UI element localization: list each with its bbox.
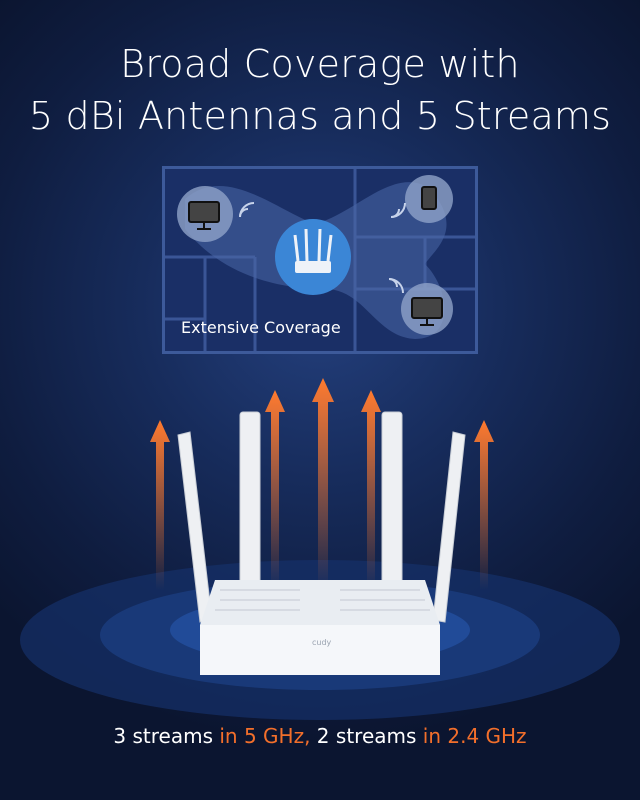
- caption-part4: in 2.4 GHz: [422, 724, 527, 748]
- floorplan: [162, 166, 478, 354]
- caption-part3: 2 streams: [310, 724, 423, 748]
- caption-part1: 3 streams: [113, 724, 220, 748]
- brand-logo: cudy: [312, 638, 332, 647]
- streams-caption: 3 streams in 5 GHz, 2 streams in 2.4 GHz: [0, 724, 640, 748]
- coverage-label: Extensive Coverage: [181, 318, 341, 337]
- headline-line2: 5 dBi Antennas and 5 Streams: [28, 94, 612, 138]
- caption-part2: in 5 GHz,: [219, 724, 311, 748]
- headline-line1: Broad Coverage with: [120, 42, 520, 86]
- floorplan-walls: [165, 169, 475, 351]
- headline: Broad Coverage with 5 dBi Antennas and 5…: [0, 38, 640, 142]
- signal-arrows: [150, 378, 494, 675]
